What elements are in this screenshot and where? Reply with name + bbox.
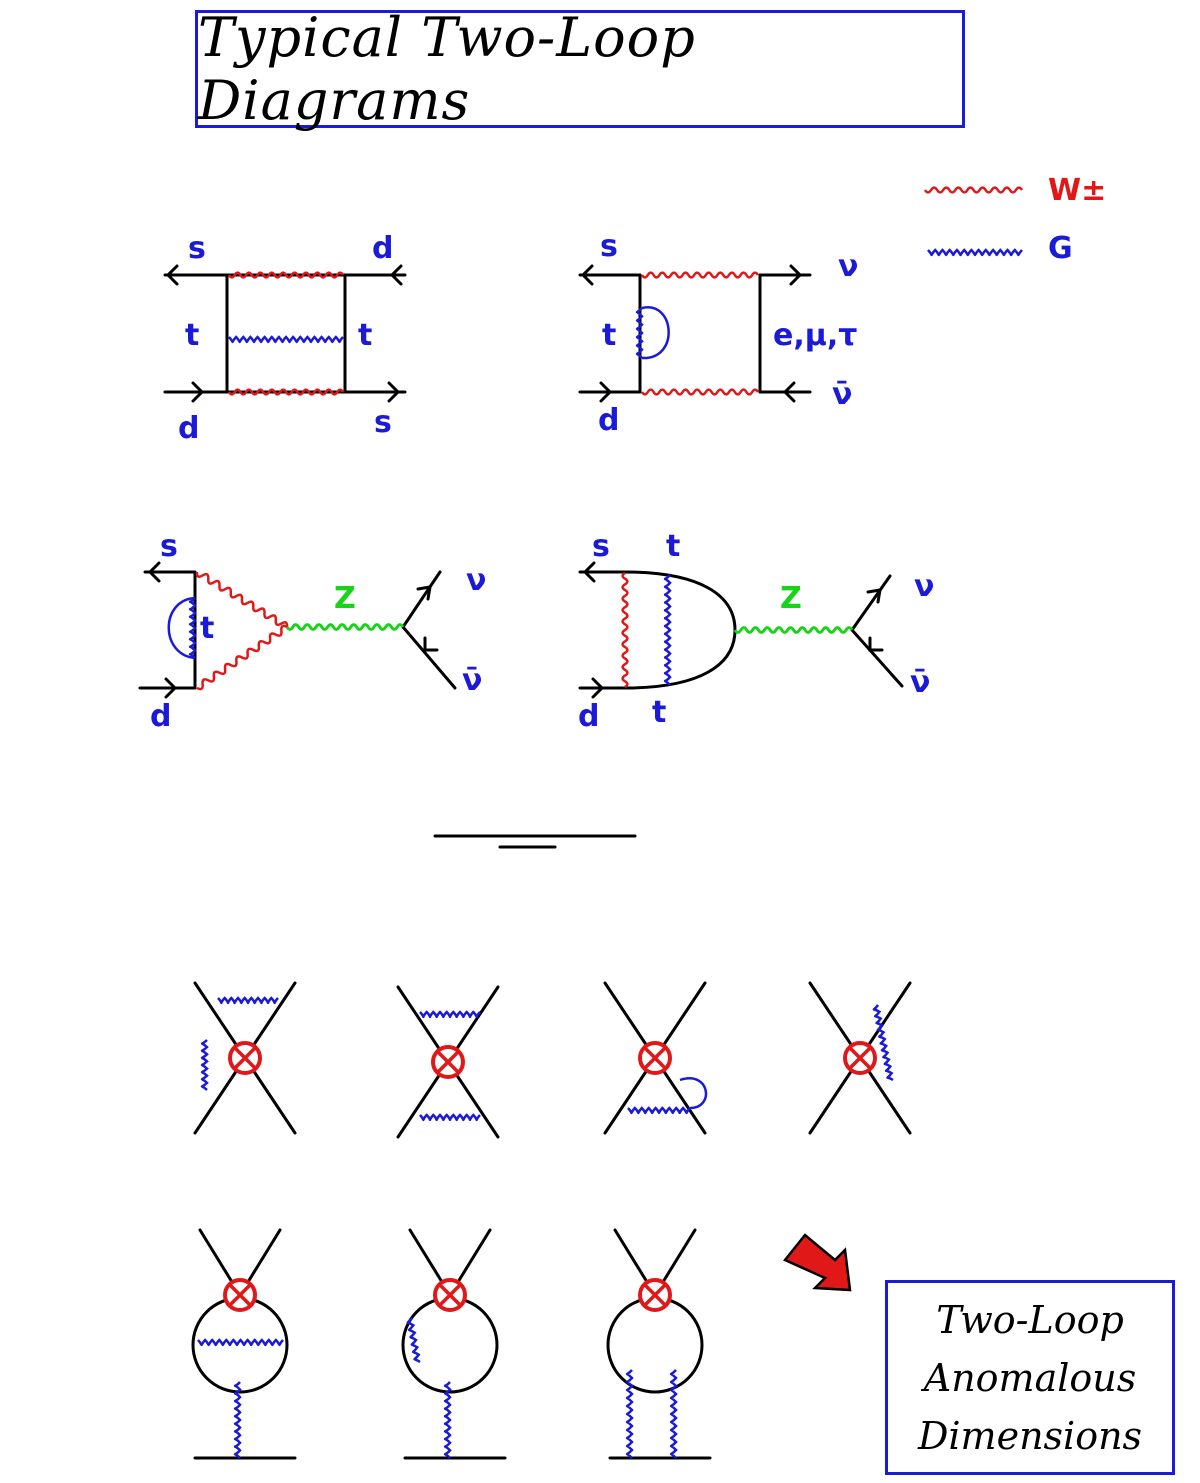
- legend-w-line: [923, 186, 1024, 194]
- d2-w-bottom: [640, 388, 760, 396]
- d2-label-top-left: s: [600, 229, 618, 264]
- d2-label-top-right: ν: [838, 249, 858, 284]
- op4-vertex-cross-b: [848, 1046, 872, 1070]
- d3-label-bottom-left: d: [150, 699, 171, 734]
- d4-nubar-line: [850, 628, 904, 688]
- d1-gluon: [228, 335, 344, 344]
- d3-arrow-nu: [416, 585, 432, 601]
- d1-label-right-mid: t: [358, 318, 372, 353]
- d4-fermion-arc: [578, 570, 737, 690]
- d2-gluon-loop: [641, 306, 670, 360]
- pg1-gluon: [233, 1381, 242, 1459]
- op4-gluon-side: [872, 1004, 894, 1082]
- d2-label-right-mid: e,μ,τ: [773, 318, 857, 353]
- d4-gluon-vertical: [663, 574, 672, 686]
- d3-gluon-loop: [167, 596, 196, 660]
- pg3-vertex-cross-b: [643, 1283, 667, 1307]
- d2-arrow-bottom-right: [782, 381, 796, 403]
- d4-label-z: Z: [780, 581, 802, 616]
- d1-label-left-mid: t: [185, 318, 199, 353]
- d4-arrow-nu: [866, 588, 882, 604]
- d4-label-bottom-right: ν̄: [910, 665, 930, 700]
- d3-z-line: [285, 623, 405, 631]
- result-line-3: Dimensions: [917, 1413, 1143, 1458]
- d4-label-top-left: s: [592, 529, 610, 564]
- d4-label-bottom-left: d: [578, 699, 599, 734]
- d1-arrow-top-right: [389, 264, 403, 286]
- d4-label-top-mid: t: [666, 529, 680, 564]
- pg3-loop: [606, 1296, 704, 1394]
- op2-vertex-cross-b: [436, 1050, 460, 1074]
- d1-label-bottom-left: d: [178, 411, 199, 446]
- op2-gluon-bottom: [419, 1113, 481, 1122]
- pg2-loop: [401, 1296, 499, 1394]
- pg2-gluon: [443, 1381, 452, 1459]
- d3-label-top-left: s: [160, 529, 178, 564]
- d3-gluon-selfenergy: [188, 597, 197, 659]
- op2-gluon-top: [419, 1010, 481, 1019]
- d2-label-bottom-right: ν̄: [832, 377, 852, 412]
- d2-label-bottom-left: d: [598, 403, 619, 438]
- d1-w-top: [227, 271, 345, 279]
- page-title: Typical Two-Loop Diagrams: [198, 6, 696, 132]
- pg1-vertex-cross-b: [228, 1283, 252, 1307]
- legend-g-line: [927, 248, 1023, 257]
- pg2-vertex-cross-b: [438, 1283, 462, 1307]
- pg2-gluon-inner: [406, 1317, 421, 1364]
- d2-label-left-mid: t: [602, 318, 616, 353]
- op1-vertex-cross-b: [233, 1046, 257, 1070]
- d1-arrow-bottom-left: [191, 381, 205, 403]
- pg3-gluon-right: [669, 1369, 678, 1459]
- d4-arrow-nubar: [868, 636, 884, 652]
- op3-gluon-bottom: [627, 1106, 691, 1115]
- op3-gluon-loop: [679, 1077, 708, 1110]
- op1-gluon-side: [200, 1039, 209, 1091]
- d4-arrow-bottom: [591, 677, 605, 699]
- pg3-gluon-left: [625, 1369, 634, 1459]
- d1-arrow-top-left: [165, 264, 179, 286]
- pg1-gluon-inner: [197, 1338, 284, 1347]
- d1-arrow-bottom-right: [387, 381, 401, 403]
- d3-arrow-bottom: [164, 677, 178, 699]
- d1-w-bottom: [227, 388, 345, 396]
- d2-arrow-top-right: [789, 264, 803, 286]
- result-arrow-icon: [783, 1233, 852, 1292]
- d3-nubar-line: [401, 625, 457, 690]
- d3-arrow-nubar: [423, 636, 439, 652]
- d3-nu-line: [401, 570, 442, 629]
- d4-w-vertical: [621, 571, 629, 689]
- d3-label-top-right: ν: [466, 563, 486, 598]
- d4-z-line: [733, 626, 854, 634]
- d3-arrow-top: [147, 561, 161, 583]
- d2-gluon-selfenergy: [635, 307, 644, 359]
- op3-vertex-cross-b: [643, 1046, 667, 1070]
- result-box: Two-Loop Anomalous Dimensions: [885, 1280, 1175, 1475]
- title-box: Typical Two-Loop Diagrams: [195, 6, 965, 132]
- legend-g-label: G: [1048, 231, 1073, 266]
- d2-arrow-bottom-left: [599, 381, 613, 403]
- d4-nu-line: [850, 574, 892, 632]
- d4-arrow-top: [582, 561, 596, 583]
- result-line-2: Anomalous: [923, 1355, 1137, 1400]
- d4-label-top-right: ν: [914, 569, 934, 604]
- d4-label-bottom-mid: t: [652, 695, 666, 730]
- result-line-1: Two-Loop: [936, 1297, 1124, 1342]
- legend-w-label: W±: [1048, 173, 1106, 208]
- d2-w-top: [640, 271, 760, 279]
- d3-label-bottom-right: ν̄: [462, 663, 482, 698]
- d3-w-upper: [195, 571, 289, 628]
- d3-label-z: Z: [334, 581, 356, 616]
- d1-label-bottom-right: s: [374, 405, 392, 440]
- d2-arrow-top-left: [580, 264, 594, 286]
- d1-label-top-left: s: [188, 231, 206, 266]
- d3-label-left-mid: t: [200, 611, 214, 646]
- d3-w-lower: [196, 624, 288, 691]
- op1-gluon-top: [217, 996, 279, 1005]
- d1-label-top-right: d: [372, 231, 393, 266]
